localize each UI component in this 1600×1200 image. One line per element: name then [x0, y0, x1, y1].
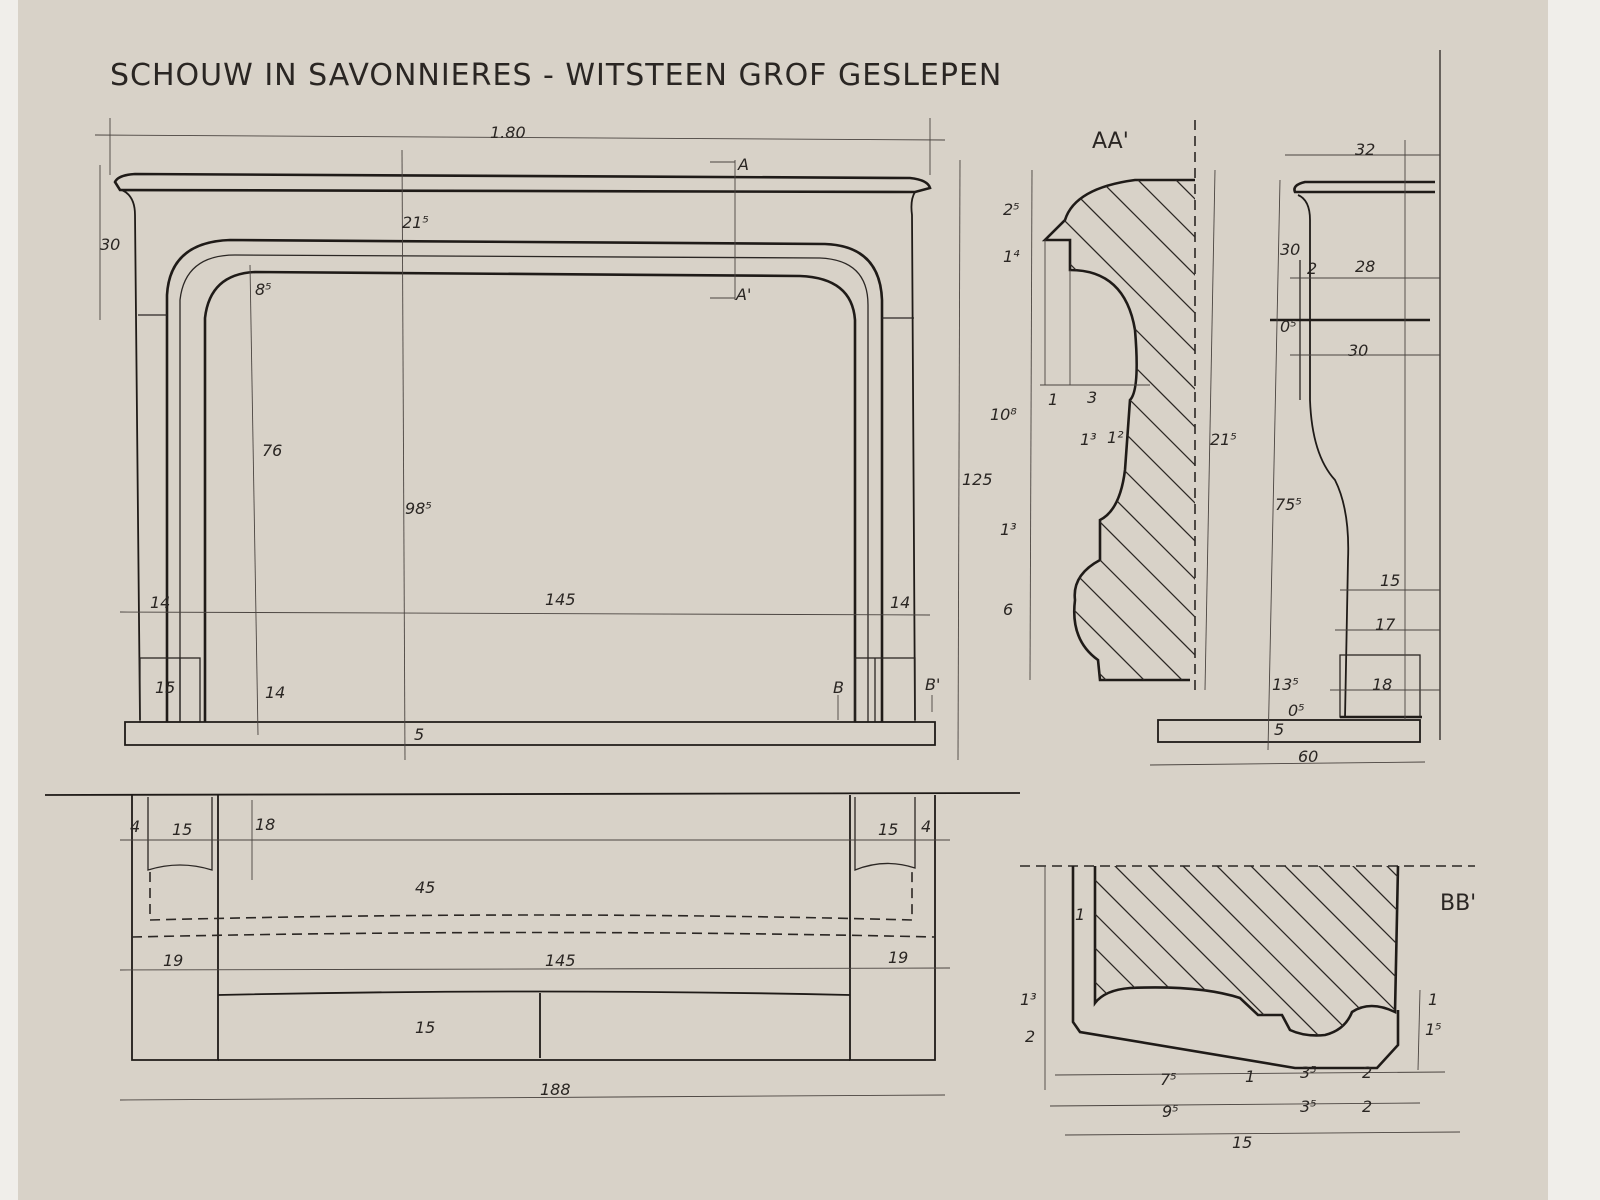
side-view: 32 30 2 28 0⁵ 30 75⁵ 15 17 13⁵ 18 0⁵ 5 6…	[1149, 50, 1441, 766]
plan-view: 4 4 15 15 18 45 19 19 145 15 188	[44, 792, 1021, 1101]
plan-dim-inner-width: 145	[545, 951, 576, 970]
bb-dim-c95: 9⁵	[1162, 1102, 1179, 1121]
hatch-line	[1144, 866, 1329, 1036]
hatch-line	[1056, 180, 1195, 680]
bb-dim-c35: 3⁵	[1300, 1097, 1317, 1116]
hatch-line	[1094, 180, 1195, 680]
bb-dim-b75: 7⁵	[1160, 1070, 1177, 1089]
section-mark-b-prime: B'	[925, 675, 940, 694]
hatch-line	[1045, 180, 1195, 680]
plan-dim-jamb-right: 15	[878, 820, 898, 839]
side-dim-30a: 30	[1280, 240, 1300, 259]
hatch-line	[1280, 866, 1398, 1036]
hatch-line	[1045, 180, 1195, 680]
plan-dim-side-left: 19	[163, 951, 183, 970]
aa-dim-2: 1⁴	[1003, 247, 1020, 266]
aa-dim-8: 1³	[1000, 520, 1017, 539]
side-dim-28: 28	[1355, 257, 1375, 276]
bb-dim-13: 1³	[1020, 990, 1037, 1009]
bb-dim-2: 2	[1025, 1027, 1035, 1046]
dim-plinth-height: 14	[265, 683, 285, 702]
side-dim-18: 18	[1372, 675, 1392, 694]
dim-jamb-height: 76	[262, 441, 282, 460]
hatch-line	[1110, 866, 1295, 1036]
side-dim-hearth-depth: 60	[1298, 747, 1318, 766]
plan-dim-overall-width: 188	[540, 1080, 571, 1099]
side-dim-2: 2	[1307, 259, 1317, 278]
section-mark-b: B	[833, 678, 844, 697]
hatch-line	[1246, 866, 1398, 1036]
plan-dim-right-offset: 4	[921, 817, 931, 836]
side-dim-top-depth: 32	[1355, 140, 1375, 159]
aa-dim-7: 1²	[1107, 428, 1124, 447]
hatch-line	[1314, 866, 1398, 1036]
dim-opening-width: 145	[545, 590, 576, 609]
side-dim-05: 0⁵	[1280, 317, 1297, 336]
plan-dim-jamb-left: 15	[172, 820, 192, 839]
plan-dim-hearth-depth: 15	[415, 1018, 435, 1037]
hatch-line	[1348, 866, 1398, 1036]
bb-dim-r1: 1	[1428, 990, 1438, 1009]
plan-dim-jamb-depth: 18	[255, 815, 275, 834]
side-dim-30b: 30	[1348, 341, 1368, 360]
aa-dim-3: 10⁸	[990, 405, 1017, 424]
dim-overall-width: 1.80	[490, 123, 526, 142]
aa-dim-1: 2⁵	[1003, 200, 1020, 219]
aa-dim-6: 1³	[1080, 430, 1097, 449]
dim-plinth-width: 15	[155, 678, 175, 697]
section-bb-label: BB'	[1440, 891, 1476, 916]
hatch-line	[1045, 180, 1193, 680]
side-dim-hearth: 5	[1274, 720, 1284, 739]
hatch-line	[1045, 180, 1195, 680]
aa-dim-total: 21⁵	[1210, 430, 1237, 449]
side-dim-plinth-height: 13⁵	[1272, 675, 1299, 694]
side-dim-17: 17	[1375, 615, 1396, 634]
hatch-line	[1045, 180, 1195, 680]
bb-dim-r15: 1⁵	[1425, 1020, 1442, 1039]
bb-dim-b35: 3⁵	[1300, 1063, 1317, 1082]
dim-opening-height: 98⁵	[405, 499, 432, 518]
drawing-title: SCHOUW IN SAVONNIERES - WITSTEEN GROF GE…	[110, 58, 1002, 93]
bb-dim-c2: 2	[1362, 1097, 1372, 1116]
dim-jamb-left: 14	[150, 593, 170, 612]
dim-jamb-right: 14	[890, 593, 910, 612]
plan-dim-depth: 45	[415, 878, 435, 897]
bb-dim-total: 15	[1232, 1133, 1252, 1152]
bb-dim-1: 1	[1075, 905, 1085, 924]
dim-total-height: 125	[962, 470, 993, 489]
paper	[18, 0, 1548, 1200]
aa-dim-5: 3	[1087, 388, 1097, 407]
hatch-line	[1178, 866, 1363, 1036]
dim-frieze-depth: 21⁵	[402, 213, 429, 232]
section-mark-a: A	[737, 155, 749, 174]
plan-dim-left-offset: 4	[130, 817, 140, 836]
section-mark-a-prime: A'	[735, 285, 751, 304]
aa-dim-4: 1	[1048, 390, 1058, 409]
dim-arch-offset: 8⁵	[255, 280, 272, 299]
plan-dim-side-right: 19	[888, 948, 908, 967]
dim-hearth: 5	[414, 725, 424, 744]
aa-dim-9: 6	[1003, 600, 1013, 619]
side-dim-05b: 0⁵	[1288, 701, 1305, 720]
bb-dim-b1: 1	[1245, 1067, 1255, 1086]
front-elevation: 1.80 30 21⁵ 8⁵ 76 98⁵ 125 145 14 14 15 1…	[94, 118, 993, 761]
dim-frieze-height: 30	[100, 235, 120, 254]
section-bb: BB' 1 1³ 2 1 1⁵ 7⁵ 1 3⁵ 2 9⁵ 3⁵ 2 15	[1020, 865, 1476, 1152]
bb-dim-b2: 2	[1362, 1063, 1372, 1082]
side-dim-height: 75⁵	[1275, 495, 1302, 514]
section-aa-label: AA'	[1092, 129, 1129, 154]
side-dim-15: 15	[1380, 571, 1400, 590]
